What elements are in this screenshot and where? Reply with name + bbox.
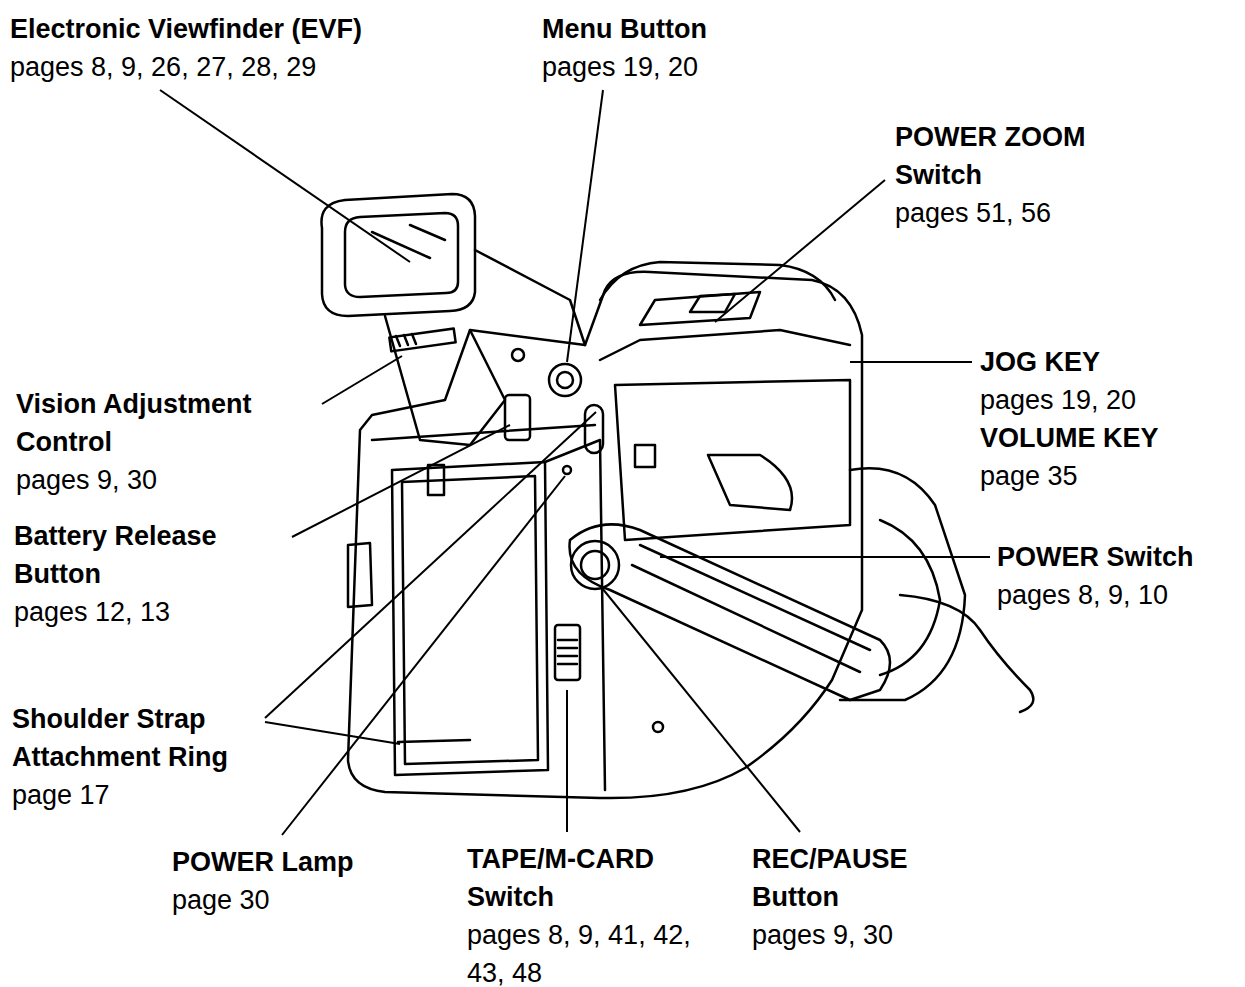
part-name: POWER ZOOM Switch [895, 118, 1155, 194]
part-name: POWER Lamp [172, 843, 452, 881]
part-name: REC/PAUSE Button [752, 840, 972, 916]
page-reference: page 35 [980, 457, 1240, 495]
page-reference: page 30 [172, 881, 452, 919]
page-reference: pages 9, 30 [16, 461, 336, 499]
page-reference: pages 8, 9, 26, 27, 28, 29 [10, 48, 530, 86]
page-reference: page 17 [12, 776, 282, 814]
part-name: TAPE/M-CARD Switch [467, 840, 707, 916]
page-reference: pages 12, 13 [14, 593, 304, 631]
part-name: JOG KEY [980, 343, 1240, 381]
page-reference: pages 8, 9, 10 [997, 576, 1242, 614]
page-reference: pages 51, 56 [895, 194, 1195, 232]
page-reference: pages 19, 20 [980, 381, 1240, 419]
page-reference: pages 8, 9, 41, 42, 43, 48 [467, 916, 697, 987]
part-name: VOLUME KEY [980, 419, 1240, 457]
part-name: Vision Adjustment Control [16, 385, 336, 461]
part-name: Electronic Viewfinder (EVF) [10, 10, 530, 48]
page-reference: pages 9, 30 [752, 916, 972, 954]
part-name: Menu Button [542, 10, 842, 48]
page-reference: pages 19, 20 [542, 48, 842, 86]
part-name: Battery Release Button [14, 517, 304, 593]
part-name: POWER Switch [997, 538, 1242, 576]
part-name: Shoulder Strap Attachment Ring [12, 700, 282, 776]
